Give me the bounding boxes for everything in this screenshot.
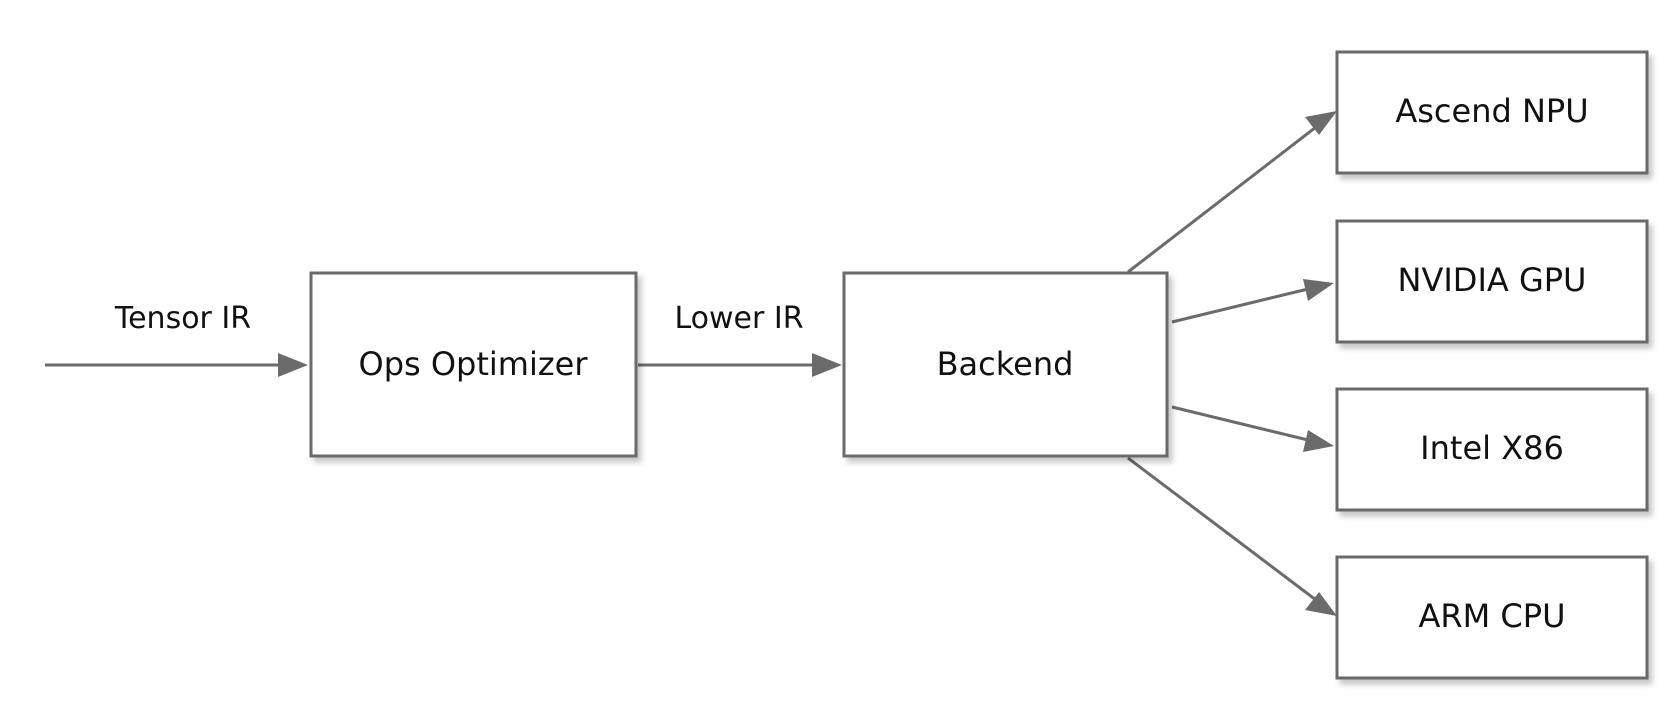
arrowhead-icon xyxy=(812,353,842,377)
arrowhead-icon xyxy=(1305,111,1337,135)
node-backend: Backend xyxy=(842,271,1169,458)
node-ops-optimizer: Ops Optimizer xyxy=(309,271,638,458)
node-label-nvidia-gpu: NVIDIA GPU xyxy=(1398,261,1587,299)
edge-tensor-ir xyxy=(45,353,308,377)
edge-lower-ir xyxy=(638,353,842,377)
node-ascend-npu: Ascend NPU xyxy=(1335,50,1649,175)
edge-backend-to-arm xyxy=(1127,456,1337,616)
arrowhead-icon xyxy=(1303,430,1334,452)
node-arm-cpu: ARM CPU xyxy=(1335,555,1649,680)
node-nvidia-gpu: NVIDIA GPU xyxy=(1335,219,1649,344)
node-label-intel-x86: Intel X86 xyxy=(1420,429,1564,467)
arrowhead-icon xyxy=(1305,592,1337,616)
arrowhead-icon xyxy=(278,353,308,377)
arrowhead-icon xyxy=(1303,279,1334,301)
node-label-arm-cpu: ARM CPU xyxy=(1419,597,1566,635)
edge-backend-to-nvidia xyxy=(1171,279,1334,324)
node-intel-x86: Intel X86 xyxy=(1335,387,1649,512)
label-tensor-ir: Tensor IR xyxy=(114,301,251,336)
node-label-ascend-npu: Ascend NPU xyxy=(1395,92,1588,130)
label-lower-ir: Lower IR xyxy=(674,301,803,336)
edge-backend-to-ascend xyxy=(1127,111,1337,274)
node-label-backend: Backend xyxy=(937,345,1074,383)
edge-backend-to-intel xyxy=(1171,405,1334,452)
node-label-ops-optimizer: Ops Optimizer xyxy=(359,345,589,383)
